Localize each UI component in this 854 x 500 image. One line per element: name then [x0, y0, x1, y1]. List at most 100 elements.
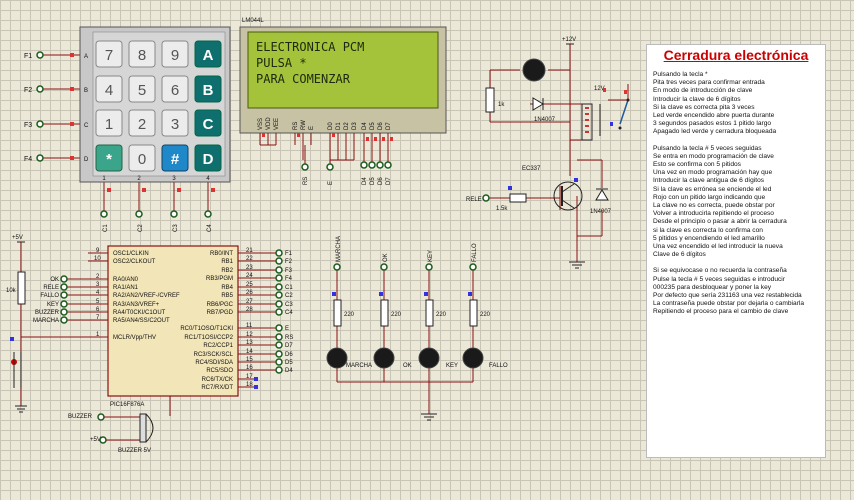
terminal-lcd-d4: [360, 161, 368, 169]
mcu-pin-num: 17: [246, 374, 253, 380]
mcu-net-marcha: MARCHA: [33, 318, 59, 324]
pin-marker: [610, 122, 613, 126]
keypad-row-letter-c: C: [84, 123, 89, 129]
relay-contact-pivot: [626, 98, 630, 102]
mcu-pin-num: 27: [246, 299, 253, 305]
keypad-key[interactable]: [128, 40, 156, 68]
relay-contact: [619, 99, 629, 125]
mcu-pin-label: RB2: [221, 268, 233, 274]
instructions-paragraph-3: Si se equivocase o no recuerda la contra…: [653, 267, 819, 316]
keypad-key[interactable]: [128, 109, 156, 137]
lcd-net-d5: D5: [370, 177, 376, 185]
mcu-pin-num: 24: [246, 273, 253, 279]
led-resistor-value: 220: [480, 312, 491, 318]
lcd-pin-label: RS: [293, 122, 299, 130]
led-fallo: [462, 347, 484, 369]
led-resistor: [380, 299, 389, 327]
keypad-key-label: 0: [138, 151, 146, 168]
instruction-line: Si la clave es errónea se enciende el le…: [653, 185, 772, 193]
paragraph-gap: [653, 137, 819, 145]
terminal-buzzer-5v: [99, 436, 107, 444]
mcu-pin-num: 9: [96, 248, 100, 254]
terminal-lcd-d5: [368, 161, 376, 169]
mcu-pin-num: 15: [246, 357, 253, 363]
lcd-pin-label: D5: [370, 122, 376, 130]
keypad-key[interactable]: [161, 75, 189, 103]
mcu-pin-num: 22: [246, 256, 253, 262]
led-resistor: [469, 299, 478, 327]
terminal-led-fallo: [469, 263, 477, 271]
pin-marker: [254, 385, 258, 389]
keypad-key[interactable]: [128, 75, 156, 103]
keypad-key[interactable]: [95, 75, 123, 103]
mcu-net: RS: [285, 335, 293, 341]
lcd-pin-label: VSS: [258, 118, 264, 130]
mcu-net: F3: [285, 268, 293, 274]
keypad-key[interactable]: [95, 40, 123, 68]
resistor-10k: [17, 271, 26, 305]
keypad-key[interactable]: [128, 144, 156, 172]
terminal-rc0: [275, 324, 283, 332]
instruction-line: Repitiendo el proceso para el cambio de …: [653, 308, 789, 316]
mcu-pin-label: RC1/T1OSI/CCP2: [184, 335, 233, 341]
terminal-rb1: [275, 257, 283, 265]
keypad-key[interactable]: [161, 109, 189, 137]
mcu-pin-num: 5: [96, 299, 100, 305]
buzzer-name: BUZZER 5V: [118, 448, 151, 454]
instruction-line: 5 pitidos y encendiendo el led amarillo: [653, 234, 765, 242]
led-resistor-value: 220: [436, 312, 447, 318]
mcu-right-pin-wires: [238, 252, 277, 388]
mcu-net: D5: [285, 360, 293, 366]
keypad-col-number: 1: [102, 176, 106, 182]
terminal-rc5: [275, 366, 283, 374]
keypad-key[interactable]: [161, 40, 189, 68]
mcu-pin-num: 13: [246, 340, 253, 346]
mcu-pin-label: RC6/TX/CK: [202, 377, 233, 383]
keypad: F1 F2 F3 F4 A B C D 7 8 9 A 4 5 6 B 1: [24, 26, 231, 232]
buzzer-body: [139, 413, 147, 443]
mcu-pin-label: RB0/INT: [210, 251, 233, 257]
mcu-pin-label: RB1: [221, 259, 233, 265]
diode-2-label: 1N4007: [590, 209, 612, 215]
mcu-pin-label: RA4/T0CKI/C1OUT: [113, 310, 166, 316]
pin-marker: [374, 137, 377, 141]
keypad-key[interactable]: [194, 40, 222, 68]
terminal-led-key: [425, 263, 433, 271]
transistor-label: EC337: [522, 166, 541, 172]
instruction-line: si la clave es correcta lo confirma con: [653, 226, 763, 234]
mcu-pin-num: 16: [246, 365, 253, 371]
keypad-key-label: 8: [138, 47, 146, 64]
relay-vcc-label: +12V: [562, 37, 576, 43]
terminal-key: [60, 300, 68, 308]
mcu-pin-label: RB4: [221, 285, 233, 291]
led-label-fallo: FALLO: [489, 363, 508, 369]
keypad-key-label: 1: [105, 116, 113, 133]
keypad-key[interactable]: [95, 109, 123, 137]
terminal-led-ok: [380, 263, 388, 271]
terminal-rc4: [275, 358, 283, 366]
keypad-key[interactable]: [95, 144, 123, 172]
keypad-col-number: 4: [206, 176, 210, 182]
pin-marker: [574, 178, 578, 182]
keypad-key-label: 2: [138, 116, 146, 133]
keypad-key[interactable]: [194, 144, 222, 172]
keypad-key-label: #: [171, 151, 180, 168]
mcu-pin-num: 1: [96, 332, 100, 338]
relay-voltage: 12V: [594, 86, 605, 92]
keypad-key[interactable]: [194, 109, 222, 137]
keypad-key[interactable]: [194, 75, 222, 103]
lcd-display: LM044L ELECTRONICA PCM PULSA * PARA COME…: [239, 18, 447, 185]
status-leds: MARCHA OK KEY FALLO 220 220 220 220 MARC…: [326, 236, 508, 421]
led-wires: [336, 270, 474, 414]
pin-marker: [468, 292, 472, 296]
resistor-10k-label: 10k: [6, 288, 17, 294]
terminal-lcd-rs: [301, 163, 309, 171]
pin-marker: [603, 88, 606, 92]
keypad-key[interactable]: [161, 144, 189, 172]
terminal-rb7: [275, 308, 283, 316]
pin-marker: [10, 337, 14, 341]
mcu-pin-label: RA2/AN2/VREF-/CVREF: [113, 293, 180, 299]
mcu-pin-label: RA5/AN4/SS/C2OUT: [113, 318, 170, 324]
keypad-key-label: 7: [105, 47, 113, 64]
